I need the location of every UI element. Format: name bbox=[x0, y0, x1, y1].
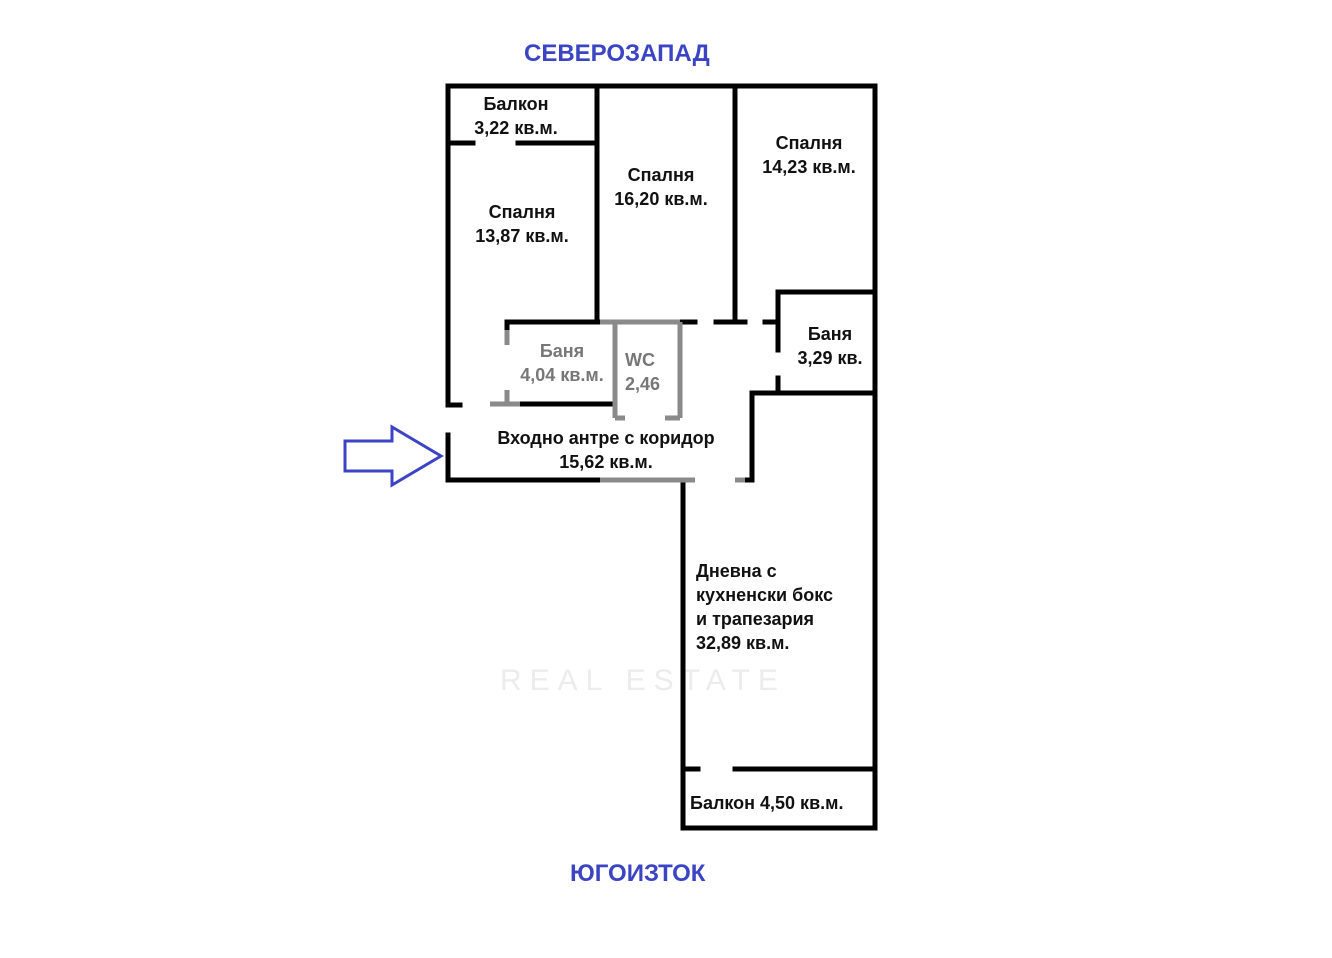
gray-walls bbox=[490, 319, 745, 483]
room-bedroom-3: Спалня 14,23 кв.м. bbox=[753, 131, 865, 179]
watermark: REAL ESTATE bbox=[500, 664, 786, 697]
room-name-line3: и трапезария bbox=[696, 609, 815, 629]
room-name: Спалня bbox=[775, 133, 843, 153]
room-area: 3,29 кв. bbox=[797, 348, 863, 368]
room-living: Дневна с кухненски бокс и трапезария 32,… bbox=[696, 559, 833, 655]
room-name-line2: кухненски бокс bbox=[696, 585, 833, 605]
room-name: Баня bbox=[807, 324, 853, 344]
room-name: Спалня bbox=[627, 165, 695, 185]
room-area: 2,46 bbox=[625, 374, 661, 394]
entrance-arrow-icon bbox=[343, 424, 444, 488]
compass-south: ЮГОИЗТОК bbox=[570, 860, 706, 887]
room-name: Дневна с bbox=[696, 561, 777, 581]
room-area: 3,22 кв.м. bbox=[474, 118, 558, 138]
room-area: 16,20 кв.м. bbox=[614, 189, 708, 209]
room-balcony-2: Балкон 4,50 кв.м. bbox=[690, 791, 843, 815]
room-name: Спалня bbox=[488, 202, 556, 222]
room-bathroom-2: Баня 3,29 кв. bbox=[790, 322, 870, 370]
room-name: Балкон bbox=[483, 94, 549, 114]
room-bedroom-2: Спалня 16,20 кв.м. bbox=[605, 163, 717, 211]
room-name: Баня bbox=[539, 341, 585, 361]
compass-north: СЕВЕРОЗАПАД bbox=[524, 40, 710, 67]
room-bedroom-1: Спалня 13,87 кв.м. bbox=[466, 200, 578, 248]
room-balcony-1: Балкон 3,22 кв.м. bbox=[466, 92, 566, 140]
room-entrance-hall: Входно антре с коридор 15,62 кв.м. bbox=[476, 426, 736, 474]
walls bbox=[445, 83, 878, 831]
room-area: 14,23 кв.м. bbox=[762, 157, 856, 177]
room-area: 4,04 кв.м. bbox=[520, 365, 604, 385]
room-name: Входно антре с коридор bbox=[497, 428, 715, 448]
room-name: Балкон 4,50 кв.м. bbox=[690, 793, 844, 813]
room-wc: WC 2,46 bbox=[625, 348, 660, 396]
room-bathroom-1: Баня 4,04 кв.м. bbox=[512, 339, 612, 387]
room-area: 15,62 кв.м. bbox=[559, 452, 653, 472]
room-name: WC bbox=[625, 350, 655, 370]
room-area: 32,89 кв.м. bbox=[696, 633, 790, 653]
room-area: 13,87 кв.м. bbox=[475, 226, 569, 246]
